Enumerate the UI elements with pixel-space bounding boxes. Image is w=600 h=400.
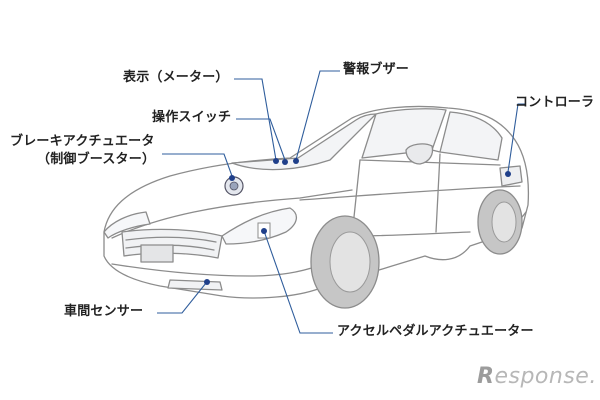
leader-warning-buzzer [295, 70, 340, 161]
leader-distance-sensor [157, 282, 207, 314]
marker-dots [204, 158, 511, 285]
marker-controller [505, 171, 511, 177]
marker-accel-actuator [261, 228, 267, 234]
marker-distance-sensor [204, 279, 210, 285]
label-distance-sensor: 車間センサー [64, 304, 144, 319]
watermark-text: esponse. [494, 364, 597, 389]
leader-brake-actuator [162, 153, 233, 177]
leader-controller [507, 103, 525, 173]
marker-display-meter [273, 158, 279, 164]
label-controller: コントローラ [515, 95, 595, 110]
car-wheels [310, 189, 523, 309]
marker-warning-buzzer [293, 158, 299, 164]
leader-accel-actuator [263, 230, 333, 334]
label-warning-buzzer: 警報ブザー [343, 62, 410, 77]
leader-lines [157, 70, 525, 334]
response-watermark-logo: Response. [477, 364, 597, 389]
label-accel-pedal-actuator: アクセルペダルアクチュエーター [337, 324, 534, 339]
label-brake-booster: （制御ブースター） [37, 152, 156, 167]
leader-display-meter [234, 78, 277, 161]
label-operation-switch: 操作スイッチ [152, 110, 232, 125]
watermark-r-mark: R [477, 364, 495, 389]
marker-operation-switch [282, 159, 288, 165]
leader-operation-switch [236, 118, 286, 161]
label-brake-actuator: ブレーキアクチュエータ [10, 134, 155, 149]
label-display-meter: 表示（メーター） [123, 70, 229, 85]
marker-brake-actuator [229, 175, 235, 181]
